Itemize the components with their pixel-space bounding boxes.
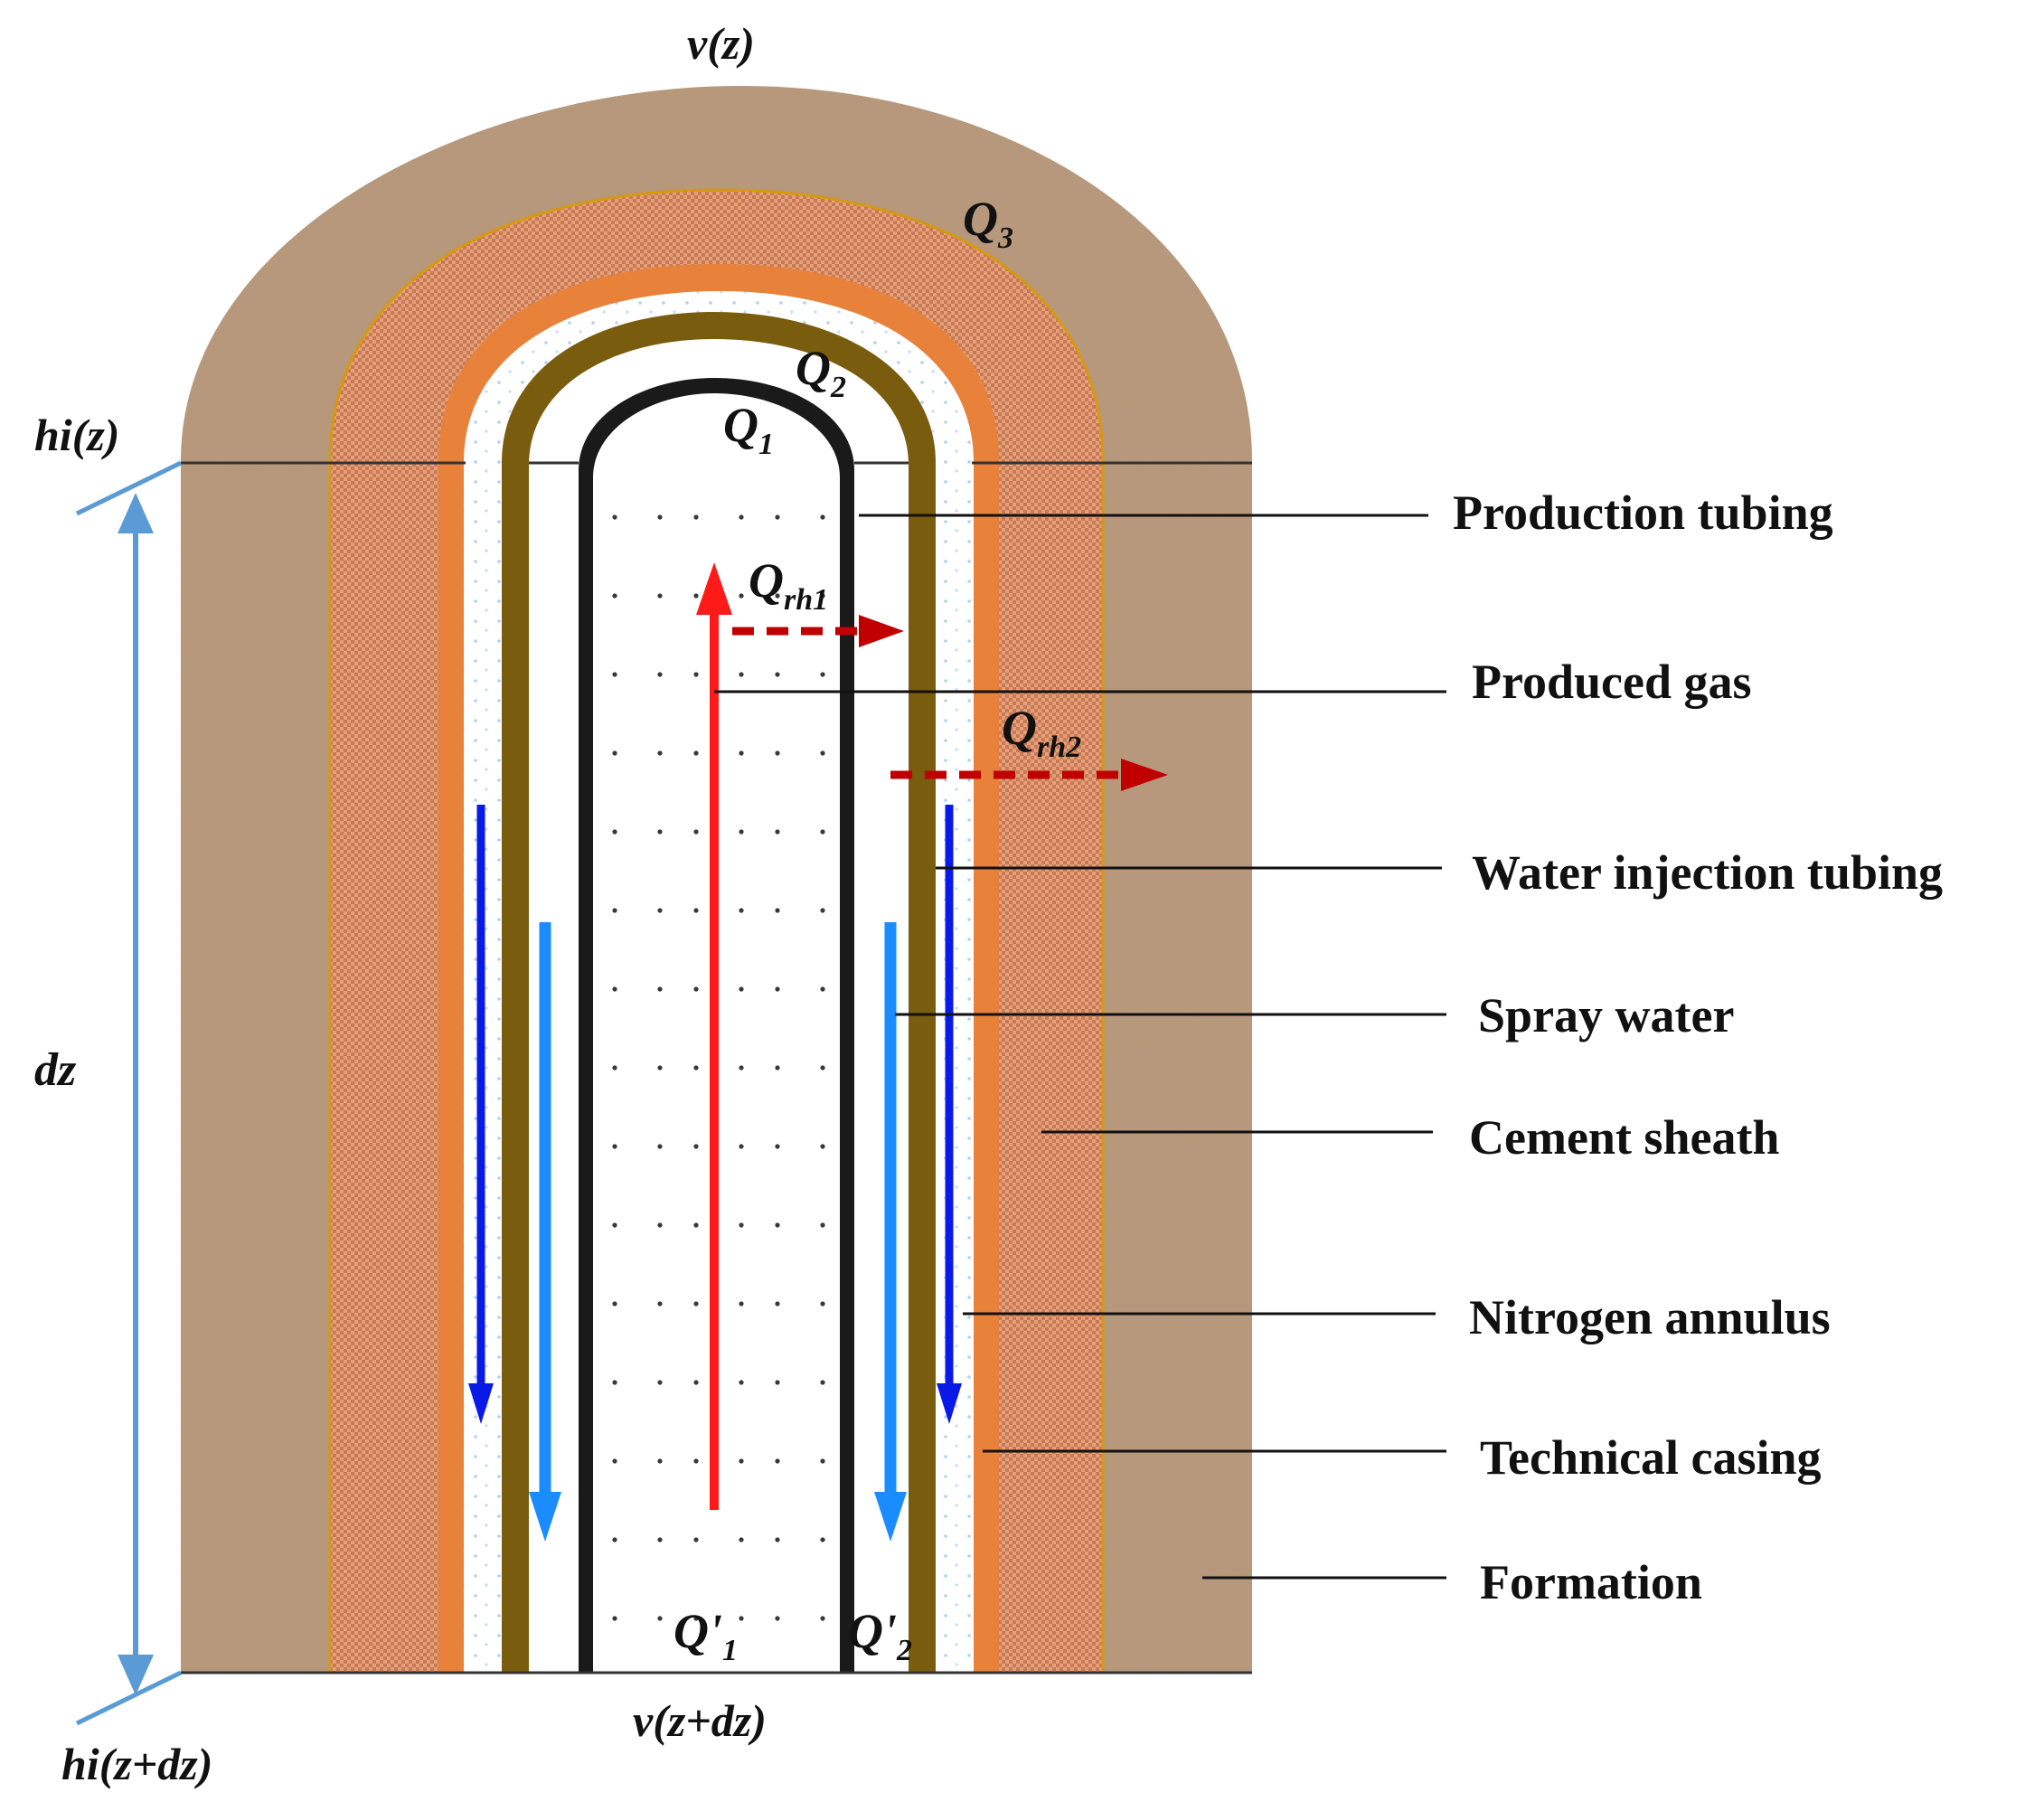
spray-water-arrow-left [529, 922, 561, 1542]
label-qrh2: Qrh2 [1002, 701, 1081, 764]
spray-water-arrow-right [874, 922, 907, 1542]
heat-flow-arrow-rh2 [890, 759, 1168, 791]
label-cement-sheath: Cement sheath [1469, 1110, 1779, 1165]
label-q3: Q3 [963, 192, 1013, 255]
boundary-lines [181, 461, 1252, 1674]
label-produced-gas: Produced gas [1472, 655, 1752, 709]
label-technical-casing: Technical casing [1480, 1430, 1822, 1485]
heat-flow-arrow-rh1 [732, 615, 904, 647]
label-hi-top: hi(z) [34, 410, 119, 460]
nitrogen-flow-arrow-left [468, 805, 494, 1424]
label-spray-water: Spray water [1478, 988, 1734, 1042]
label-dz: dz [34, 1044, 77, 1096]
label-q2: Q2 [796, 341, 846, 404]
label-qrh1: Qrh1 [749, 553, 828, 617]
label-production-tubing: Production tubing [1453, 486, 1833, 540]
label-hi-bottom: hi(z+dz) [61, 1739, 212, 1789]
label-q2-prime: Q'2 [848, 1604, 912, 1667]
label-v-top: v(z) [687, 18, 755, 69]
label-q1: Q1 [723, 398, 774, 461]
nitrogen-flow-arrow-right [937, 805, 962, 1424]
leader-lines [714, 514, 1446, 1580]
component-labels: Production tubing Produced gas Water inj… [1453, 486, 1943, 1609]
dz-dimension [75, 460, 183, 1726]
label-nitrogen-annulus: Nitrogen annulus [1469, 1290, 1831, 1344]
label-q1-prime: Q'1 [673, 1604, 738, 1667]
variable-labels: v(z) v(z+dz) hi(z) hi(z+dz) dz Q3 Q2 Q1 … [34, 18, 1081, 1789]
label-v-bottom: v(z+dz) [633, 1695, 767, 1746]
label-water-injection-tubing: Water injection tubing [1472, 845, 1943, 900]
produced-gas-arrow [696, 562, 732, 1510]
label-formation: Formation [1480, 1555, 1702, 1609]
